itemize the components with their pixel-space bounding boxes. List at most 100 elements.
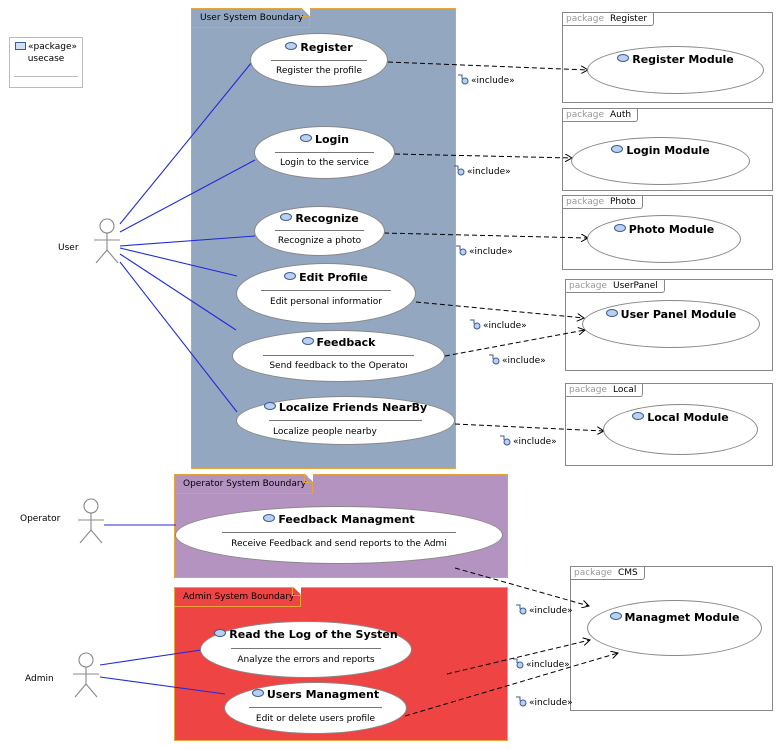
include-icon xyxy=(513,658,524,669)
package-name: UserPanel xyxy=(613,281,658,291)
package-name: CMS xyxy=(618,568,638,578)
assoc-user-edit-profile xyxy=(119,247,238,277)
actor-user-figure xyxy=(94,218,120,264)
usecase-edit-profile[interactable]: Edit Profile Edit personal informatior xyxy=(236,263,416,324)
boundary-label: Operator System Boundary xyxy=(175,474,313,494)
managmet-module[interactable]: Managmet Module xyxy=(587,600,762,656)
actor-operator-label: Operator xyxy=(20,514,61,524)
actor-admin-figure xyxy=(73,652,99,698)
include-icon xyxy=(516,604,527,615)
usecase-desc: Edit or delete users profile xyxy=(255,714,376,724)
usecase-icon xyxy=(280,213,293,221)
include-label: «include» xyxy=(455,244,513,257)
usecase-login[interactable]: Login Login to the service xyxy=(254,126,395,179)
usecase-users-managment[interactable]: Users Managment Edit or delete users pro… xyxy=(224,682,407,734)
include-label: «include» xyxy=(469,318,527,331)
usecase-icon xyxy=(301,337,314,345)
module-title: Managmet Module xyxy=(624,611,740,624)
package-name: Auth xyxy=(610,110,632,120)
assoc-user-login xyxy=(119,159,256,233)
usecase-title: Edit Profile xyxy=(299,271,368,284)
legend-name: usecase xyxy=(27,54,65,64)
include-text: «include» xyxy=(526,660,570,670)
actor-operator-figure xyxy=(78,498,104,544)
include-text: «include» xyxy=(469,247,513,257)
login-module[interactable]: Login Module xyxy=(571,137,750,185)
usecase-desc: Register the profile xyxy=(276,66,362,76)
usecase-title: Register xyxy=(300,41,353,54)
assoc-user-feedback xyxy=(119,253,237,331)
include-text: «include» xyxy=(471,76,515,86)
module-title: Photo Module xyxy=(628,223,715,236)
include-feedback-mgmt xyxy=(454,567,589,606)
include-text: «include» xyxy=(483,321,527,331)
usecase-title: Login xyxy=(314,133,350,146)
include-label: «include» xyxy=(515,695,573,708)
usecase-title: Localize Friends NearBy xyxy=(278,401,428,414)
usecase-register[interactable]: Register Register the profile xyxy=(250,33,388,87)
usecase-title: Feedback xyxy=(316,336,376,349)
package-name: Local xyxy=(613,385,637,395)
include-icon xyxy=(500,435,511,446)
usecase-icon xyxy=(284,272,297,280)
actor-admin-label: Admin xyxy=(25,674,54,684)
legend-divider xyxy=(14,76,78,77)
usecase-icon xyxy=(611,145,624,153)
assoc-admin-read-log xyxy=(99,649,202,666)
legend-box: «package» usecase xyxy=(9,37,83,88)
include-label: «include» xyxy=(515,603,573,616)
include-text: «include» xyxy=(513,437,557,447)
usecase-icon xyxy=(263,402,276,410)
include-label: «include» xyxy=(453,164,511,177)
include-text: «include» xyxy=(529,606,573,616)
include-icon xyxy=(470,319,481,330)
user-panel-module[interactable]: User Panel Module xyxy=(582,300,760,348)
include-icon xyxy=(454,165,465,176)
package-keyword: package xyxy=(566,197,604,207)
package-keyword: package xyxy=(566,110,604,120)
boundary-label: User System Boundary xyxy=(192,8,311,28)
boundary-label: Admin System Boundary xyxy=(175,587,302,607)
include-users-mgmt xyxy=(404,653,618,717)
local-module[interactable]: Local Module xyxy=(603,404,758,455)
package-keyword: package xyxy=(569,281,607,291)
usecase-feedback[interactable]: Feedback Send feedback to the Operatoı xyxy=(232,330,445,382)
actor-user-label: User xyxy=(58,243,79,253)
package-name: Photo xyxy=(610,197,636,207)
include-label: «include» xyxy=(499,434,557,447)
usecase-feedback-managment[interactable]: Feedback Managment Receive Feedback and … xyxy=(175,506,503,564)
package-keyword: package xyxy=(569,385,607,395)
usecase-recognize[interactable]: Recognize Recognize a photo xyxy=(254,206,385,256)
legend-stereotype: «package» xyxy=(27,42,77,52)
usecase-icon xyxy=(613,224,626,232)
usecase-desc: Recognize a photo xyxy=(277,236,362,246)
module-title: Login Module xyxy=(626,144,710,157)
register-module[interactable]: Register Module xyxy=(587,46,764,94)
package-name: Register xyxy=(610,14,648,24)
include-icon xyxy=(516,696,527,707)
usecase-desc: Receive Feedback and send reports to the… xyxy=(231,539,447,549)
usecase-title: Recognize xyxy=(295,212,359,225)
usecase-icon xyxy=(251,689,264,697)
include-read-log xyxy=(446,640,590,675)
usecase-desc: Edit personal informatior xyxy=(270,297,382,307)
photo-module[interactable]: Photo Module xyxy=(587,215,741,263)
package-keyword: package xyxy=(566,14,604,24)
folder-icon xyxy=(14,42,26,50)
usecase-icon xyxy=(263,514,276,522)
usecase-title: Feedback Managment xyxy=(278,513,415,526)
include-localize xyxy=(454,423,604,431)
assoc-user-localize xyxy=(119,261,238,413)
usecase-localize-friends[interactable]: Localize Friends NearBy Localize people … xyxy=(236,396,455,445)
include-label: «include» xyxy=(488,353,546,366)
usecase-icon xyxy=(609,612,622,620)
assoc-user-recognize xyxy=(119,235,256,247)
include-icon xyxy=(489,354,500,365)
usecase-read-log[interactable]: Read the Log of the Systen Analyze the e… xyxy=(200,621,412,678)
assoc-admin-users-mgmt xyxy=(99,676,226,695)
usecase-icon xyxy=(214,629,227,637)
include-label: «include» xyxy=(457,73,515,86)
usecase-desc: Localize people nearby xyxy=(273,427,377,437)
module-title: Register Module xyxy=(632,53,734,66)
include-register xyxy=(387,61,588,70)
